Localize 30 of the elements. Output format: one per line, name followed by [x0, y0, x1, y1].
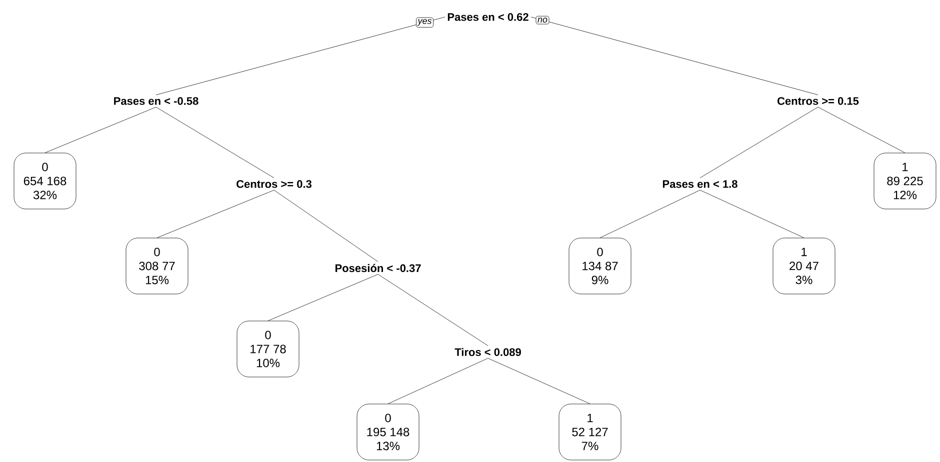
leaf-box: 1 89 225 12%: [874, 152, 936, 210]
leaf-box: 0 134 87 9%: [568, 238, 632, 294]
tree-branch: [268, 274, 378, 321]
split-label: Pases en < 1.8: [662, 180, 738, 188]
leaf-box: 0 654 168 32%: [14, 152, 76, 210]
split-label: Posesión < -0.37: [336, 264, 421, 272]
tree-branch: [378, 274, 488, 346]
tree-branch: [388, 358, 488, 404]
edge-label: yes: [416, 17, 434, 28]
tree-branch: [818, 106, 906, 153]
tree-branch: [156, 190, 274, 238]
tree-branch: [488, 358, 590, 404]
tree-branch: [44, 106, 156, 153]
edge-label: no: [536, 16, 550, 24]
leaf-box: 1 52 127 7%: [558, 404, 622, 460]
tree-branch: [600, 190, 700, 238]
tree-branch: [700, 106, 818, 178]
leaf-box: 0 195 148 13%: [356, 404, 420, 460]
split-label: Pases en < -0.58: [114, 97, 198, 105]
split-label: Pases en < 0.62: [448, 13, 528, 21]
tree-branch: [700, 190, 804, 238]
tree-branch: [156, 106, 274, 178]
leaf-box: 1 20 47 3%: [772, 238, 836, 294]
split-label: Centros >= 0.3: [236, 180, 312, 188]
leaf-box: 0 308 77 15%: [126, 238, 188, 294]
split-label: Tiros < 0.089: [454, 348, 521, 356]
tree-branch: [274, 190, 378, 262]
tree-branch: [530, 16, 818, 96]
split-label: Centros >= 0.15: [778, 97, 859, 105]
leaf-box: 0 177 78 10%: [236, 320, 300, 378]
